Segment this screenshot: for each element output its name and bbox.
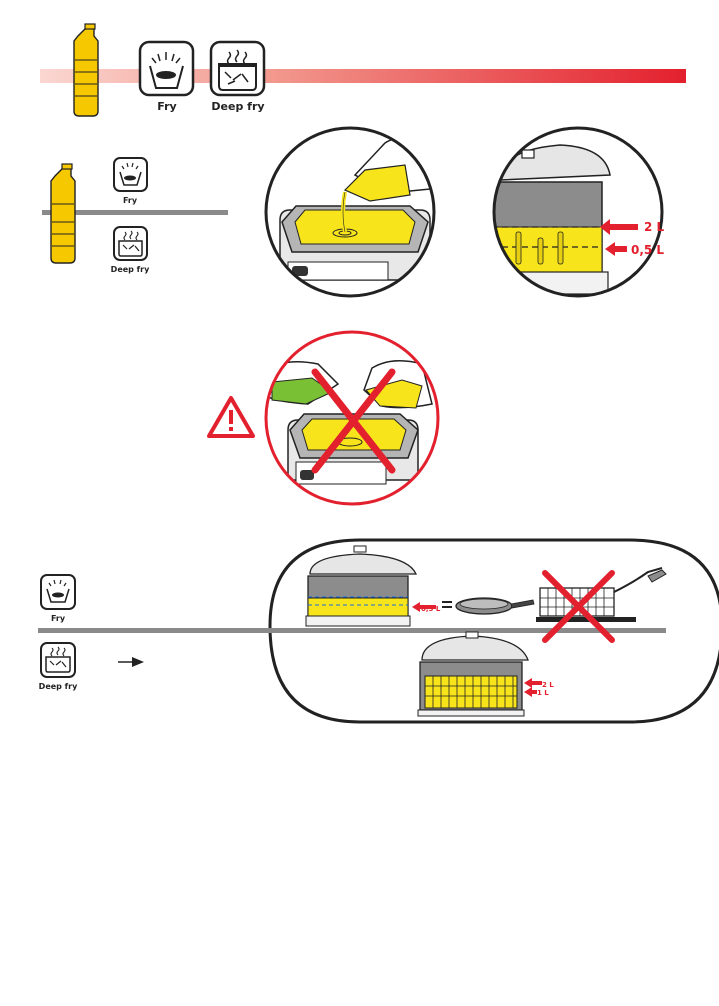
deep-fry-mode-icon	[211, 42, 264, 95]
deep-fry-label: Deep fry	[211, 100, 264, 113]
oil-bottle-icon	[74, 24, 98, 116]
oil-bottle-icon	[51, 164, 75, 263]
arrow-right-icon	[118, 657, 144, 667]
fry-level-label: 0,5 L	[421, 605, 441, 613]
deep-fry-mode-icon	[41, 643, 75, 677]
fry-label: Fry	[123, 196, 138, 205]
deep-fry-mode-icon	[114, 227, 147, 260]
deep-fry-max-label: 2 L	[542, 681, 554, 689]
deep-fry-label: Deep fry	[39, 682, 78, 691]
fry-mode-icon	[114, 158, 147, 191]
header-red-bar	[40, 69, 686, 83]
deep-fry-min-label: 1 L	[537, 689, 549, 697]
pouring-oil-illustration	[260, 120, 460, 310]
deep-fry-appliance-illustration	[418, 632, 528, 716]
deep-fry-label: Deep fry	[111, 265, 150, 274]
min-level-label: 0,5 L	[631, 243, 664, 257]
fry-label: Fry	[51, 614, 66, 623]
fry-label: Fry	[157, 100, 176, 113]
fry-mode-icon	[41, 575, 75, 609]
max-level-label: 2 L	[644, 220, 665, 234]
fry-mode-icon	[140, 42, 193, 95]
section-divider	[38, 628, 666, 633]
oil-level-illustration	[488, 125, 670, 305]
warning-icon	[209, 398, 253, 436]
